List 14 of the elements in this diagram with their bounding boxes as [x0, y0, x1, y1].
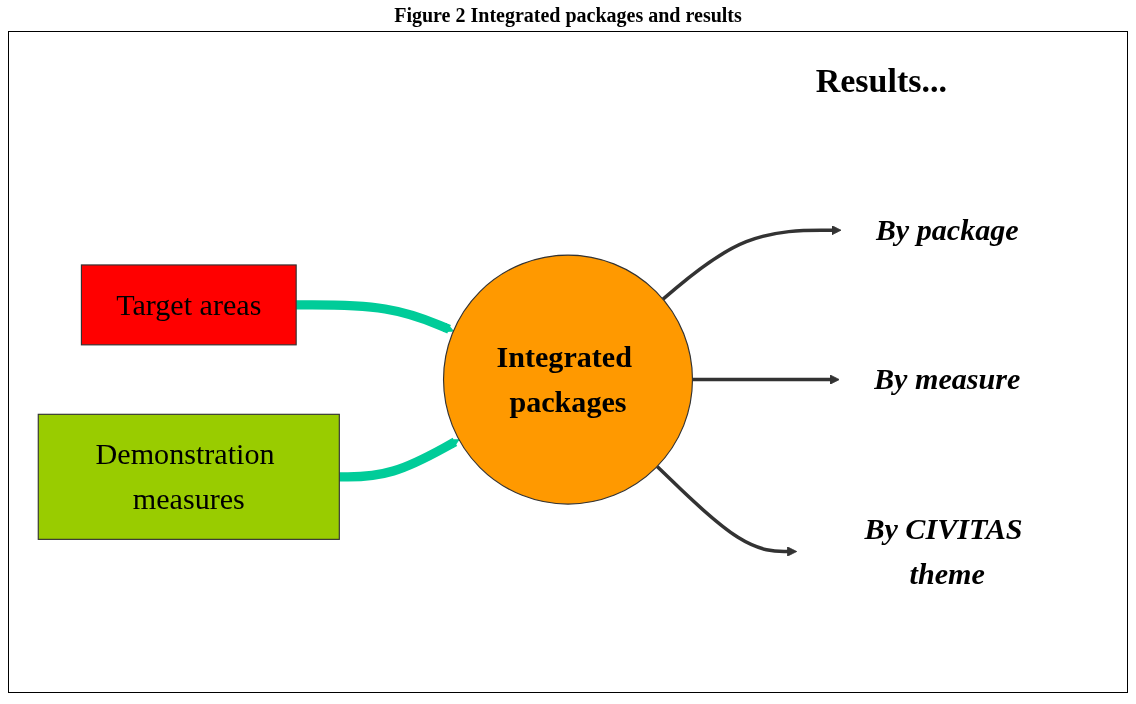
- results-heading: Results...: [815, 62, 947, 100]
- node-text: By package: [875, 213, 1019, 247]
- node-box: [37, 413, 340, 540]
- arrow: [339, 437, 460, 482]
- node-text: By measure: [874, 362, 1021, 397]
- arrow: [692, 374, 840, 385]
- node-box: [80, 264, 297, 346]
- figure-frame: Results... Target areas Demonstration measures Integrated packages By package By measure By CIVITAS theme: [8, 31, 1128, 693]
- arrow: [655, 465, 798, 557]
- arrow: [296, 300, 454, 334]
- figure-title: Figure 2 Integrated packages and results: [393, 4, 743, 27]
- arrow: [661, 224, 842, 301]
- node-circle: [442, 254, 694, 505]
- node-text: By CIVITAS theme: [864, 512, 1023, 591]
